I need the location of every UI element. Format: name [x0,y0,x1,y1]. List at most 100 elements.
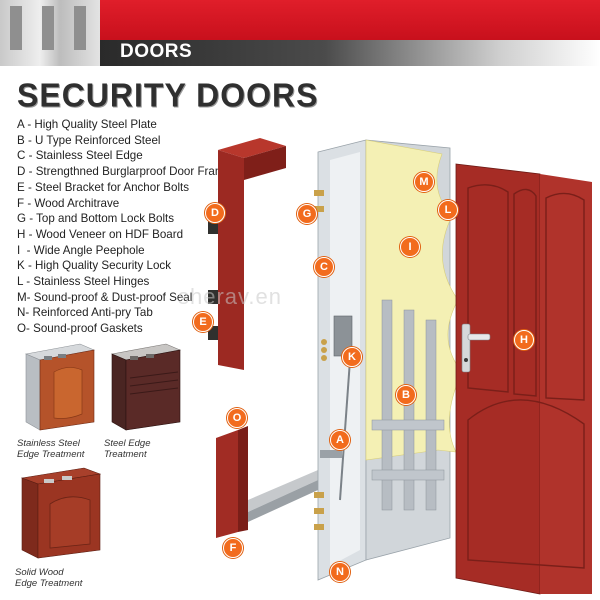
u-type-rib [381,299,393,511]
legend-text: Wood Architrave [34,196,120,210]
legend-item-f: F - Wood Architrave [17,196,287,212]
legend-separator: - [26,322,34,336]
legend-key: I [17,243,21,257]
legend-separator: - [20,243,34,257]
legend-separator: - [25,165,36,179]
legend-key: C [17,149,26,163]
legend-item-o: O- Sound-proof Gaskets [17,321,287,337]
legend-item-k: K - High Quality Security Lock [17,258,287,274]
lock-bolt [321,339,327,345]
legend-separator: - [24,259,36,273]
caption-line: Edge Treatment [15,578,83,589]
frame-sill-edge [248,480,318,522]
legend-text: Reinforced Anti-pry Tab [32,306,153,320]
legend-key: G [17,212,27,226]
legend-text: Sound-proof & Dust-proof Seal [33,290,193,304]
caption-line: Stainless Steel [17,438,80,449]
legend-separator: - [26,212,37,226]
callout-g: G [297,204,317,224]
callout-f: F [223,538,243,558]
legend-key: A [17,118,25,131]
legend-separator: - [24,196,35,210]
legend-separator: - [25,306,33,320]
handle-lever [467,333,491,341]
handle-icon [461,323,471,373]
legend-item-e: E - Steel Bracket for Anchor Bolts [17,180,287,196]
u-type-rib [425,319,437,511]
wood-door-face [540,174,592,594]
legend-item-l: L - Stainless Steel Hinges [17,274,287,290]
legend-separator: - [25,227,36,241]
legend-item-i: I - Wide Angle Peephole [17,243,287,259]
legend-key: L [17,275,24,289]
legend-text: Strengthned Burglarproof Door Frame [35,165,231,179]
header-red-band [100,0,600,40]
legend-text: High Quality Security Lock [35,259,172,273]
legend-separator: - [24,180,36,194]
top-lock-bolt [314,190,324,196]
lock-bolt [321,347,327,353]
frame-bottom-edge [238,426,248,532]
legend-text: High Quality Steel Plate [34,118,157,131]
lock-bolt [321,355,327,361]
callout-a: A [330,430,350,450]
door-arch-panel [467,399,585,569]
legend-item-b: B - U Type Reinforced Steel [17,133,287,149]
frame-sill [248,470,318,512]
legend-text: Steel Bracket for Anchor Bolts [35,180,190,194]
legend-separator: - [26,290,34,304]
legend-separator: - [24,133,36,147]
section-label: DOORS [120,41,193,62]
callout-l: L [438,200,458,220]
legend-key: M [17,290,27,304]
header-window-pane [42,6,54,50]
legend-text: Stainless Steel Edge [35,149,143,163]
door-panel [467,184,509,393]
steel-edge-caption: Steel Edge Treatment [104,438,150,460]
u-type-rib [403,309,415,511]
caption-line: Treatment [104,449,147,460]
callout-e: E [193,312,213,332]
anchor-bracket [208,290,218,304]
lock-rod [339,359,351,501]
legend-key: K [17,259,25,273]
caption-line: Edge Treatment [17,449,85,460]
legend-separator: - [25,149,36,163]
legend-text: U Type Reinforced Steel [35,133,161,147]
legend-key: B [17,133,25,147]
keyhole-icon [464,358,468,362]
legend-key: D [17,165,26,179]
legend-item-n: N- Reinforced Anti-pry Tab [17,305,287,321]
wood-edge-sample [20,467,102,559]
callout-i: I [400,237,420,257]
caption-line: Solid Wood [15,567,64,578]
callout-o: O [227,408,247,428]
frame-bottom-piece [216,430,238,538]
callout-n: N [330,562,350,582]
callout-d: D [205,203,225,223]
cross-rib [371,469,445,481]
legend-key: H [17,227,26,241]
header-section-bar: DOORS [100,40,600,66]
legend-item-m: M- Sound-proof & Dust-proof Seal [17,290,287,306]
stainless-edge-sample [24,343,96,431]
legend-separator: - [23,275,34,289]
callout-h: H [514,330,534,350]
steel-edge-sample [110,343,182,431]
cross-rib [371,419,445,431]
legend-item-g: G - Top and Bottom Lock Bolts [17,211,287,227]
frame-top-edge [244,146,286,180]
legend-separator: - [24,118,35,131]
callout-b: B [396,385,416,405]
bottom-lock-bolt [314,524,324,530]
frame-top-face [218,138,286,158]
legend-key: N [17,306,26,320]
legend-text: Stainless Steel Hinges [33,275,150,289]
legend-key: E [17,180,25,194]
anti-pry-tab [320,450,342,458]
stainless-edge-caption: Stainless Steel Edge Treatment [17,438,84,460]
legend-key: F [17,196,25,210]
bottom-lock-bolt [314,492,324,498]
anchor-bracket [208,326,218,340]
